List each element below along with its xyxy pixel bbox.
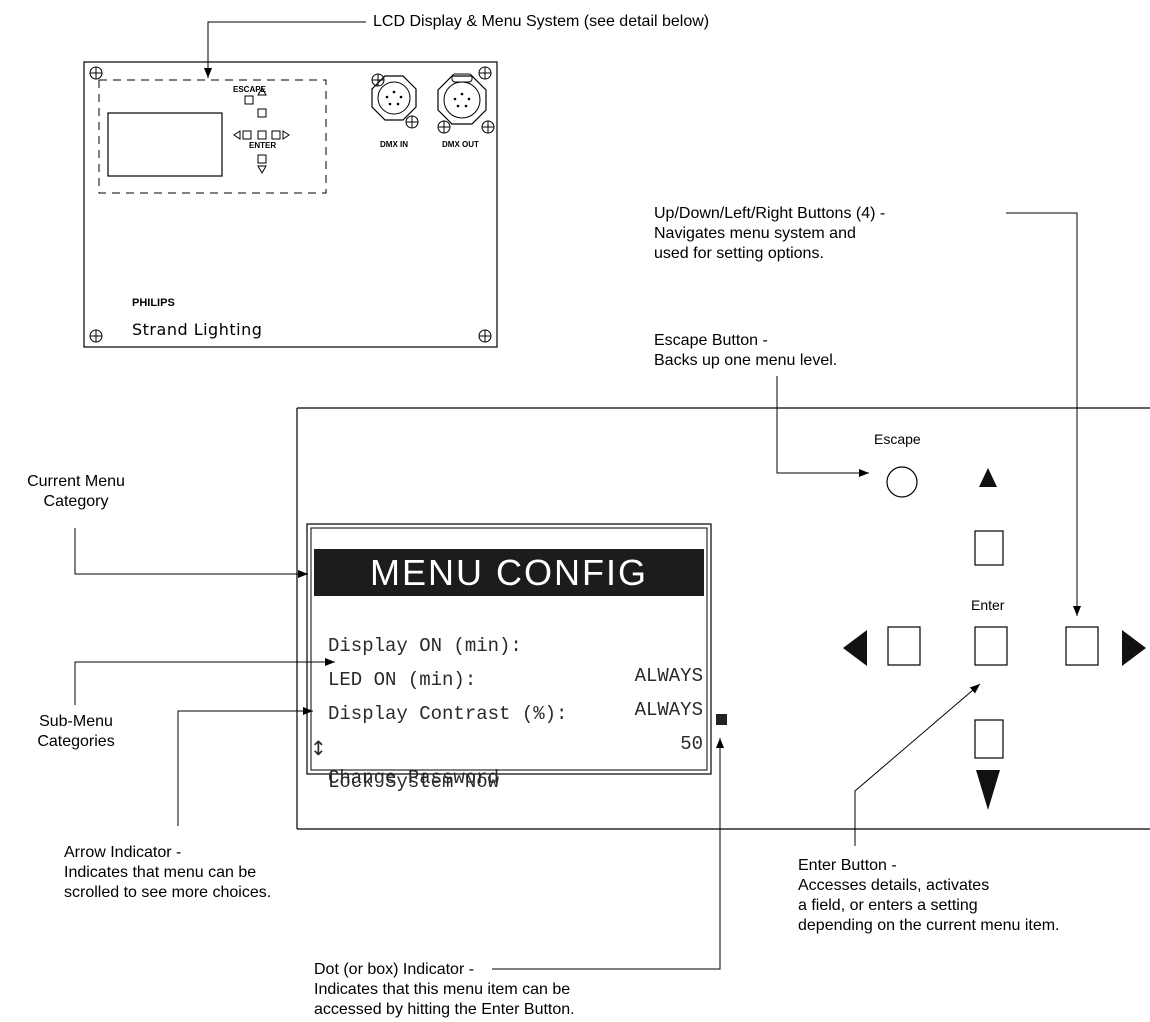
screw-icon [89,66,103,80]
lcd-menu-title: MENU CONFIG [314,549,704,596]
enter-button[interactable] [974,626,1008,666]
leader-dot-indicator [492,738,724,970]
screw-icon [89,329,103,343]
callout-nav-buttons-line: Navigates menu system and [654,225,856,242]
brand-sub-text: Strand Lighting [132,320,263,339]
callout-enter-button: Enter Button - Accesses details, activat… [798,856,1060,936]
callout-sub-menu-line: Categories [37,733,115,750]
callout-nav-buttons-line: used for setting options. [654,245,824,262]
lcd-frame-inner [310,527,708,771]
callout-nav-buttons: Up/Down/Left/Right Buttons (4) - Navigat… [654,204,885,264]
leader-lcd-display [204,21,366,78]
lcd-region-outline [98,79,327,194]
lcd-menu-row[interactable]: ↕ Change Password [310,703,706,789]
callout-arrow-indicator: Arrow Indicator - Indicates that menu ca… [64,843,271,903]
left-arrow-icon [843,630,867,666]
leader-current-menu [74,528,308,578]
callout-lcd-display: LCD Display & Menu System (see detail be… [373,12,709,32]
callout-arrow-indicator-line: scrolled to see more choices. [64,884,272,901]
leader-enter-button [854,683,981,846]
screw-icon [478,66,492,80]
right-button[interactable] [1065,626,1099,666]
lcd-row-name: Lock System Now [328,771,500,793]
escape-button-shape[interactable] [886,466,918,498]
lcd-row-value: ALWAYS [634,665,703,687]
mini-button-cluster [233,86,290,175]
dot-indicator-icon [716,714,727,725]
dmx-out-connector [437,73,495,134]
callout-dot-indicator-line: Indicates that this menu item can be [314,981,571,998]
callout-dot-indicator-line: Dot (or box) Indicator - [314,961,475,978]
lcd-row-value: 50 [680,733,703,755]
callout-enter-line: depending on the current menu item. [798,917,1060,934]
mini-lcd-screen [107,112,223,177]
callout-sub-menu: Sub-Menu Categories [14,712,138,752]
leader-sub-menu [74,658,335,705]
leader-escape-button [776,376,869,477]
overview-panel [83,61,498,348]
leader-arrow-indicator [177,707,313,826]
right-arrow-icon [1122,630,1146,666]
left-button[interactable] [887,626,921,666]
lcd-row-value: ALWAYS [634,699,703,721]
lcd-menu-row[interactable]: LED ON (min): ALWAYS [310,635,706,721]
up-button[interactable] [974,530,1004,566]
down-arrow-icon [976,770,1000,810]
dmx-in-connector [371,73,419,129]
callout-dot-indicator: Dot (or box) Indicator - Indicates that … [314,960,575,1020]
leader-lines [74,21,1081,970]
callout-enter-line: Accesses details, activates [798,877,990,894]
leader-nav-buttons [1006,212,1081,616]
brand-logo-text: PHILIPS [132,297,175,309]
lcd-menu-row[interactable]: Display Contrast (%): 50 [310,669,706,755]
mini-escape-label: ESCAPE [233,85,266,94]
callout-escape-button: Escape Button - Backs up one menu level. [654,331,837,371]
detail-panel [296,407,1150,830]
lcd-menu-row[interactable]: Lock System Now [310,737,706,793]
callout-enter-line: Enter Button - [798,857,897,874]
callout-current-menu-line: Current Menu [27,473,125,490]
lcd-row-name: LED ON (min): [328,669,477,691]
callout-dot-indicator-line: accessed by hitting the Enter Button. [314,1001,575,1018]
up-arrow-icon [979,468,997,487]
lcd-row-name: Change Password [328,767,500,789]
callout-escape-line: Backs up one menu level. [654,352,838,369]
lcd-menu-row[interactable]: Display ON (min): ALWAYS [310,601,706,687]
screw-icon [478,329,492,343]
down-button[interactable] [974,719,1004,759]
scroll-arrow-icon: ↕ [310,736,327,760]
callout-sub-menu-line: Sub-Menu [39,713,113,730]
callout-arrow-indicator-line: Arrow Indicator - [64,844,182,861]
lcd-frame-outer [306,523,712,775]
callout-arrow-indicator-line: Indicates that menu can be [64,864,257,881]
callout-current-menu-line: Category [43,493,109,510]
callout-enter-line: a field, or enters a setting [798,897,978,914]
dmx-in-label: DMX IN [380,140,408,149]
callout-nav-buttons-line: Up/Down/Left/Right Buttons (4) - [654,205,886,222]
enter-button-label: Enter [971,597,1005,613]
callout-escape-line: Escape Button - [654,332,768,349]
dmx-out-label: DMX OUT [442,140,479,149]
callout-lcd-display-text: LCD Display & Menu System (see detail be… [373,13,710,30]
callout-current-menu: Current Menu Category [12,472,140,512]
mini-enter-label: ENTER [249,141,277,150]
lcd-row-name: Display Contrast (%): [328,703,568,725]
escape-button-label: Escape [874,431,921,447]
lcd-row-name: Display ON (min): [328,635,522,657]
